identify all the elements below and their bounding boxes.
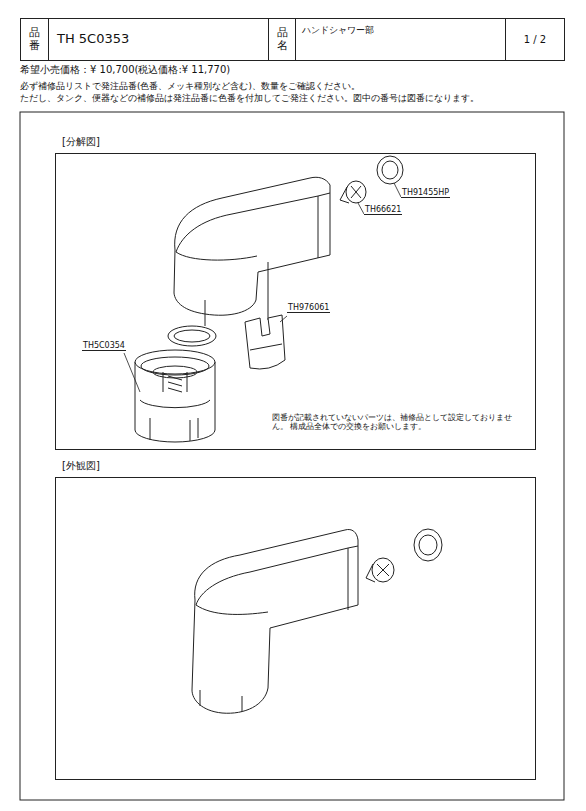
part-number: TH66621 bbox=[364, 205, 402, 215]
header-cell: TH 5C0353 bbox=[48, 18, 269, 61]
header-cell: 品名 bbox=[268, 18, 296, 61]
o-ring bbox=[168, 326, 216, 346]
header-text: 品名 bbox=[277, 27, 288, 51]
spout-body bbox=[174, 177, 330, 315]
header-text: ハンドシャワー部 bbox=[296, 19, 505, 35]
header-cell: 品番 bbox=[20, 18, 49, 61]
clip bbox=[245, 315, 285, 369]
guide-line bbox=[205, 300, 206, 326]
cap-ring bbox=[377, 156, 403, 184]
instruction-note: 必ず補修品リストで発注品番(色番、メッキ種別など含む)、数量をご確認ください。 bbox=[20, 81, 360, 91]
header-text: TH 5C0353 bbox=[49, 32, 129, 47]
header-cell: ハンドシャワー部 bbox=[295, 18, 506, 61]
view-panel: [分解図] bbox=[55, 153, 536, 450]
cartridge bbox=[135, 350, 215, 442]
assembled-body bbox=[192, 529, 358, 713]
header-text: 品番 bbox=[29, 27, 40, 51]
panel-note: 図番が記載されていないパーツは、補修品として設定しておりません。 構成品全体での… bbox=[272, 414, 524, 431]
part-number: TH5C0354 bbox=[82, 341, 126, 351]
outer-frame bbox=[20, 112, 564, 800]
leader-lines bbox=[124, 183, 401, 392]
guide-line bbox=[268, 262, 269, 320]
view-heading: [分解図] bbox=[62, 136, 100, 148]
check-valve bbox=[366, 558, 394, 582]
part-number: TH976061 bbox=[287, 303, 330, 313]
view-heading: [外観図] bbox=[62, 460, 100, 472]
header-cell: 1 / 2 bbox=[505, 18, 565, 61]
cap-ring bbox=[414, 529, 442, 561]
price-note: 希望小売価格：¥ 10,700(税込価格:¥ 11,770) bbox=[20, 64, 230, 76]
part-number: TH91455HP bbox=[401, 188, 450, 198]
check-valve bbox=[340, 181, 366, 203]
instruction-note: ただし、タンク、便器などの補修品は発注品番に色番を付加してご発注ください。図中の… bbox=[20, 93, 479, 103]
view-panel: [外観図] bbox=[55, 477, 536, 780]
header-text: 1 / 2 bbox=[524, 34, 546, 46]
